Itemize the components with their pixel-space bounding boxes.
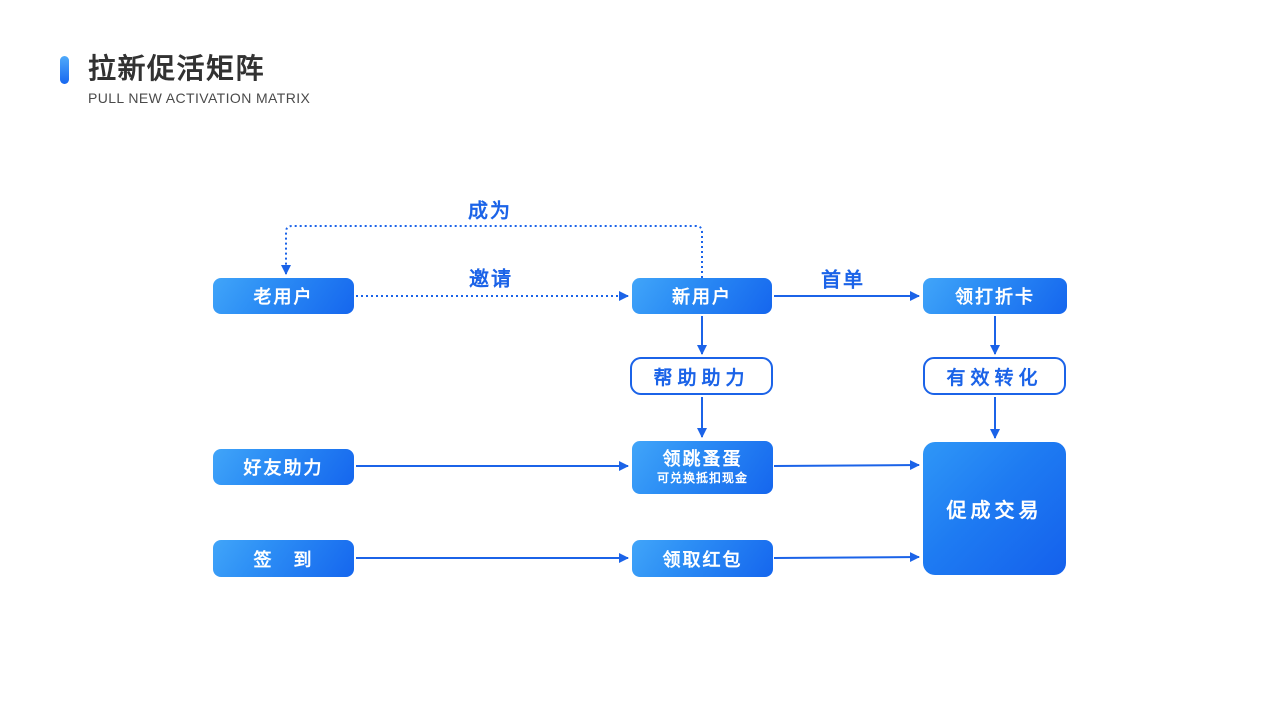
edge-fleaegg-deal: [773, 460, 920, 471]
node-friend-boost: 好友助力: [213, 449, 354, 485]
node-discount-card: 领打折卡: [923, 278, 1067, 314]
page-header: 拉新促活矩阵 PULL NEW ACTIVATION MATRIX: [60, 54, 310, 106]
edge-label-invite: 邀请: [469, 268, 513, 291]
node-flea-egg-label: 领跳蚤蛋: [662, 448, 743, 469]
page-title: 拉新促活矩阵: [88, 53, 266, 84]
page-subtitle: PULL NEW ACTIVATION MATRIX: [88, 90, 311, 106]
node-new-user: 新用户: [632, 278, 772, 314]
node-help-boost: 帮助助力: [630, 357, 773, 395]
edge-label-first-order: 首单: [821, 269, 865, 292]
node-close-deal: 促成交易: [923, 442, 1066, 575]
edge-label-become: 成为: [468, 200, 512, 223]
node-sign-in: 签 到: [213, 540, 354, 577]
node-old-user: 老用户: [213, 278, 354, 314]
node-flea-egg: 领跳蚤蛋 可兑换抵扣现金: [632, 441, 773, 494]
edge-redpacket-deal: [773, 552, 920, 563]
node-red-packet: 领取红包: [632, 540, 773, 577]
node-effective-conversion: 有效转化: [923, 357, 1066, 395]
title-accent-bar: [60, 56, 69, 84]
node-flea-egg-sublabel: 可兑换抵扣现金: [656, 471, 748, 486]
